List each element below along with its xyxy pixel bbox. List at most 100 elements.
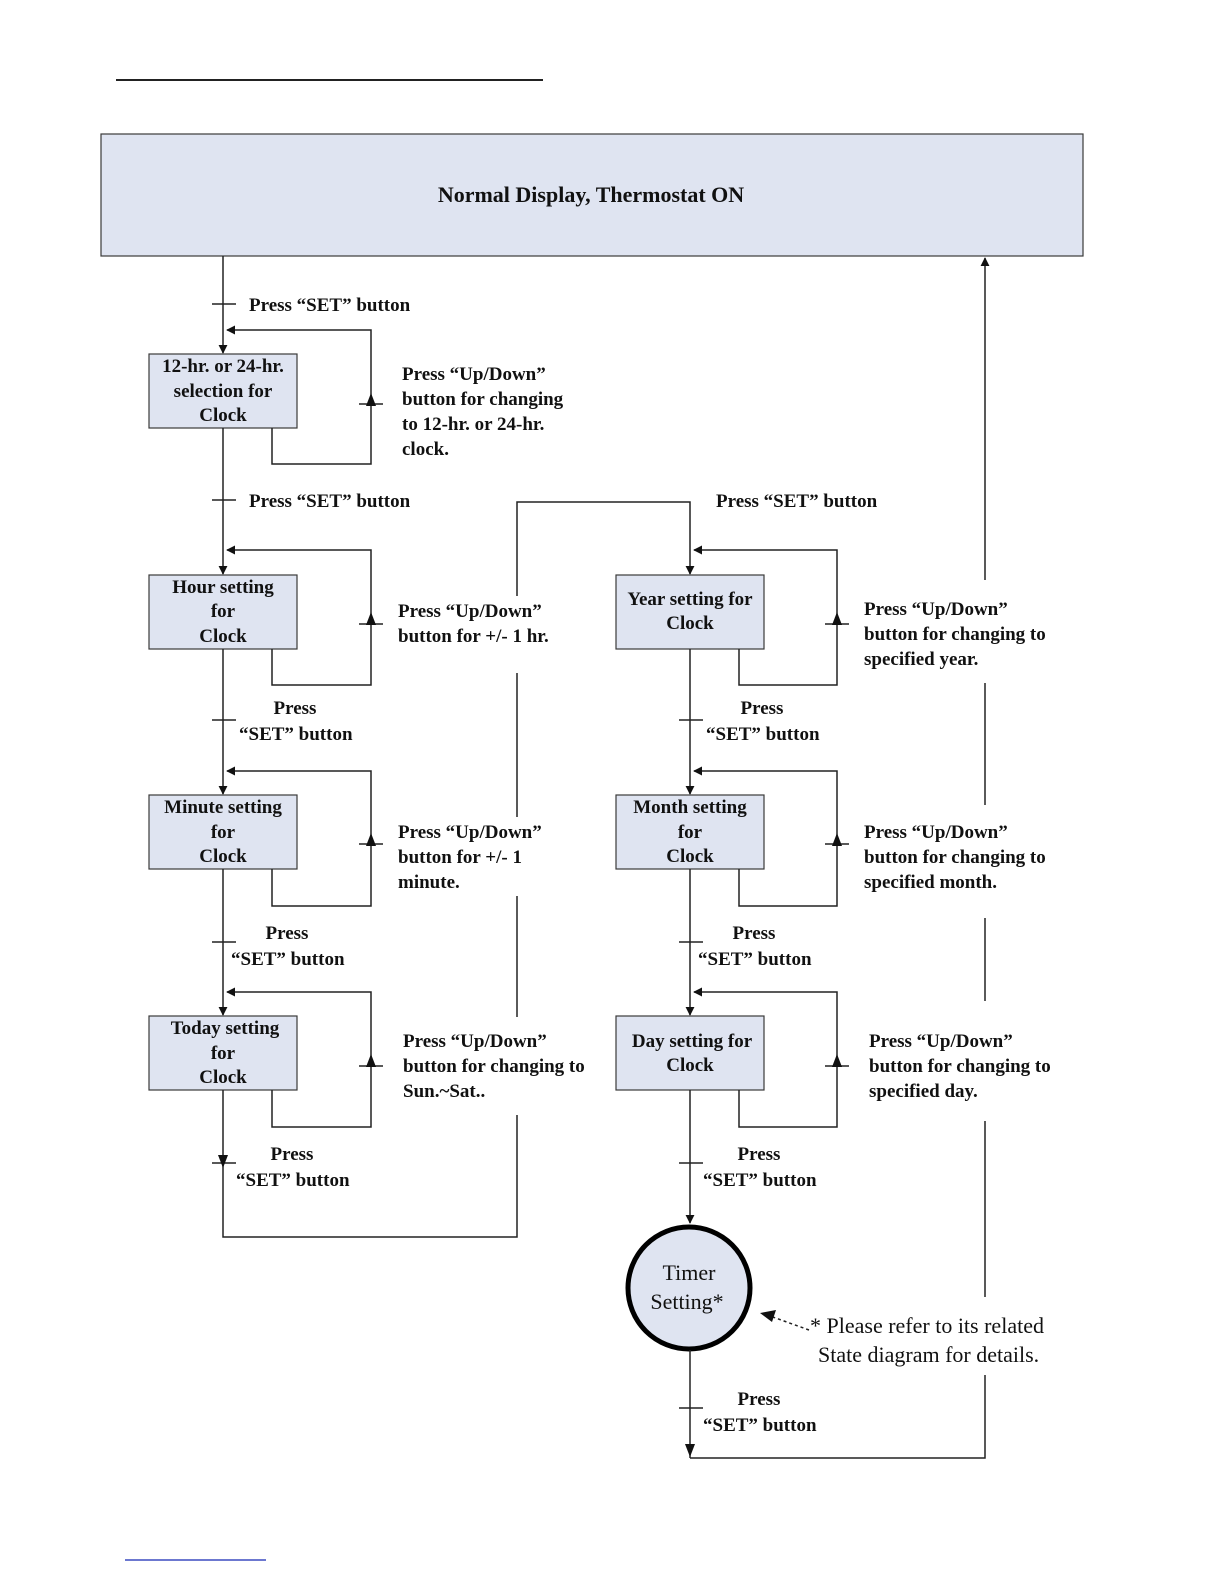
state-clock-format-line: 12-hr. or 24-hr. (162, 356, 284, 377)
self-loop (226, 545, 372, 686)
state-minute-line: Minute setting (164, 797, 282, 818)
transition-label: Press “SET” button (249, 491, 411, 512)
self-loop (226, 325, 372, 465)
timer-note: * Please refer to its related State diag… (810, 1313, 1044, 1367)
note-year: Press “Up/Down” button for changing to s… (864, 599, 1046, 670)
state-timer-setting: Timer Setting* (625, 1224, 753, 1352)
state-month-line: for (678, 822, 703, 843)
transition-label: Press (741, 698, 784, 719)
state-today-line: for (211, 1043, 236, 1064)
state-hour-line: Clock (199, 626, 247, 647)
note-month: Press “Up/Down” button for changing to s… (864, 822, 1046, 893)
loop-arrow (366, 833, 376, 846)
loop-arrow (832, 833, 842, 846)
loop-arrow (366, 1054, 376, 1067)
state-year-line: Year setting for (627, 589, 753, 610)
note-line: button for +/- 1 (398, 847, 522, 868)
state-normal-display: Normal Display, Thermostat ON (100, 133, 1084, 257)
note-line: button for +/- 1 hr. (398, 626, 549, 647)
state-hour-line: Hour setting (172, 577, 274, 598)
state-year-setting: Year setting for Clock (615, 574, 765, 650)
self-loop (693, 545, 838, 686)
state-timer-line: Setting* (650, 1289, 723, 1314)
loop-arrow (366, 612, 376, 625)
transition-label: “SET” button (703, 1415, 817, 1436)
state-day-setting: Day setting for Clock (615, 1015, 765, 1091)
state-hour-line: for (211, 601, 236, 622)
state-today-line: Clock (199, 1067, 247, 1088)
state-month-setting: Month setting for Clock (615, 794, 765, 870)
state-minute-line: for (211, 822, 236, 843)
connector-line (516, 501, 695, 596)
transition-label: “SET” button (231, 949, 345, 970)
self-loop (226, 987, 372, 1128)
state-month-line: Month setting (633, 797, 747, 818)
state-today-setting: Today setting for Clock (148, 1015, 298, 1091)
note-pointer-arrow (760, 1310, 776, 1322)
note-line: Press “Up/Down” (864, 822, 1008, 843)
transition-label: Press (738, 1144, 781, 1165)
transition-label: “SET” button (239, 724, 353, 745)
note-line: Sun.~Sat.. (403, 1081, 485, 1102)
transition-label: Press (266, 923, 309, 944)
self-loop (693, 987, 838, 1128)
state-clock-format-line: selection for (174, 381, 273, 402)
note-day: Press “Up/Down” button for changing to s… (869, 1031, 1051, 1102)
note-hour: Press “Up/Down” button for +/- 1 hr. (398, 601, 549, 647)
transition-arrow (685, 1444, 695, 1457)
note-line: Press “Up/Down” (864, 599, 1008, 620)
timer-note-line: State diagram for details. (818, 1342, 1039, 1367)
loop-arrow (832, 1054, 842, 1067)
note-line: Press “Up/Down” (869, 1031, 1013, 1052)
note-line: specified day. (869, 1081, 978, 1102)
note-line: button for changing to (403, 1056, 585, 1077)
transition-label: Press “SET” button (716, 491, 878, 512)
note-line: clock. (402, 439, 449, 460)
transition-label: Press “SET” button (249, 295, 411, 316)
transition-label: “SET” button (236, 1170, 350, 1191)
note-line: Press “Up/Down” (398, 822, 542, 843)
state-minute-setting: Minute setting for Clock (148, 794, 298, 870)
note-clock-format: Press “Up/Down” button for changing to 1… (402, 364, 564, 460)
transition-label: “SET” button (706, 724, 820, 745)
transition-label: Press (271, 1144, 314, 1165)
return-line (690, 1375, 986, 1459)
note-today: Press “Up/Down” button for changing to S… (403, 1031, 585, 1102)
state-day-line: Clock (666, 1055, 714, 1076)
transition-label: Press (274, 698, 317, 719)
note-pointer (769, 1315, 810, 1331)
note-line: button for changing (402, 389, 564, 410)
state-year-line: Clock (666, 613, 714, 634)
note-line: Press “Up/Down” (403, 1031, 547, 1052)
transition-line (222, 1090, 518, 1238)
transition-label: Press (733, 923, 776, 944)
note-line: Press “Up/Down” (402, 364, 546, 385)
note-line: button for changing to (864, 847, 1046, 868)
state-hour-setting: Hour setting for Clock (148, 574, 298, 650)
note-line: to 12-hr. or 24-hr. (402, 414, 544, 435)
note-line: minute. (398, 872, 460, 893)
note-minute: Press “Up/Down” button for +/- 1 minute. (398, 822, 542, 893)
note-line: button for changing to (864, 624, 1046, 645)
state-normal-display-label: Normal Display, Thermostat ON (438, 182, 744, 207)
note-line: specified year. (864, 649, 978, 670)
self-loop (693, 766, 838, 907)
state-clock-format-line: Clock (199, 405, 247, 426)
loop-arrow (366, 393, 376, 406)
state-day-line: Day setting for (632, 1031, 753, 1052)
note-line: button for changing to (869, 1056, 1051, 1077)
state-clock-format: 12-hr. or 24-hr. selection for Clock (148, 353, 298, 429)
note-line: specified month. (864, 872, 997, 893)
state-minute-line: Clock (199, 846, 247, 867)
loop-arrow (832, 612, 842, 625)
self-loop (226, 766, 372, 907)
transition-label: “SET” button (698, 949, 812, 970)
transition-label: Press (738, 1389, 781, 1410)
state-timer-line: Timer (663, 1260, 717, 1285)
transition-label: “SET” button (703, 1170, 817, 1191)
note-line: Press “Up/Down” (398, 601, 542, 622)
state-month-line: Clock (666, 846, 714, 867)
transition-arrow (218, 1155, 228, 1168)
timer-note-line: * Please refer to its related (810, 1313, 1044, 1338)
